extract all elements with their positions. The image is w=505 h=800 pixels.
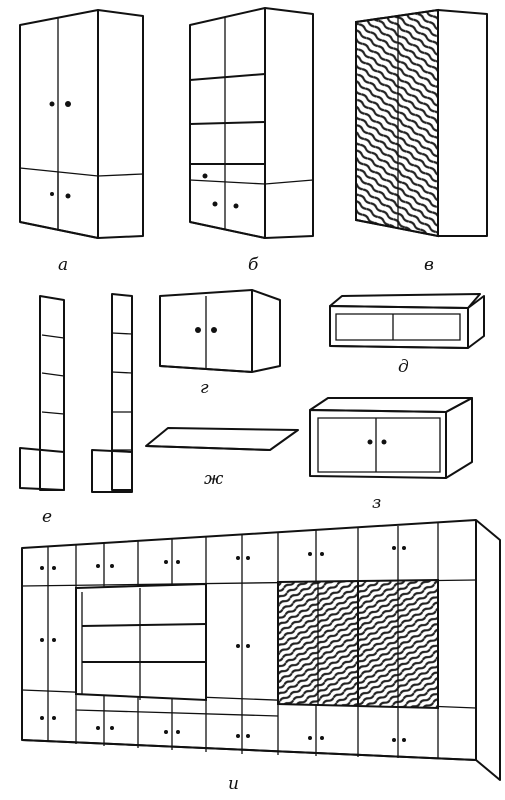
wardrobe-v [355,8,488,238]
label-z: з [372,493,381,513]
label-a: а [58,255,68,275]
low-cabinet-z [309,397,473,479]
label-v: в [424,255,434,275]
label-e: е [42,507,52,527]
label-b: б [248,255,259,275]
label-d: д [398,357,409,377]
columns-e [19,293,133,493]
bookcase-b [189,7,314,239]
label-g: г [200,378,209,398]
wall-unit-i [21,519,501,781]
label-zh: ж [204,469,224,489]
shelf-board-zh [145,427,299,451]
hanging-shelf-d [329,293,485,349]
wardrobe-a [19,9,144,239]
wall-cabinet-g [159,289,281,373]
label-i: и [228,774,239,794]
